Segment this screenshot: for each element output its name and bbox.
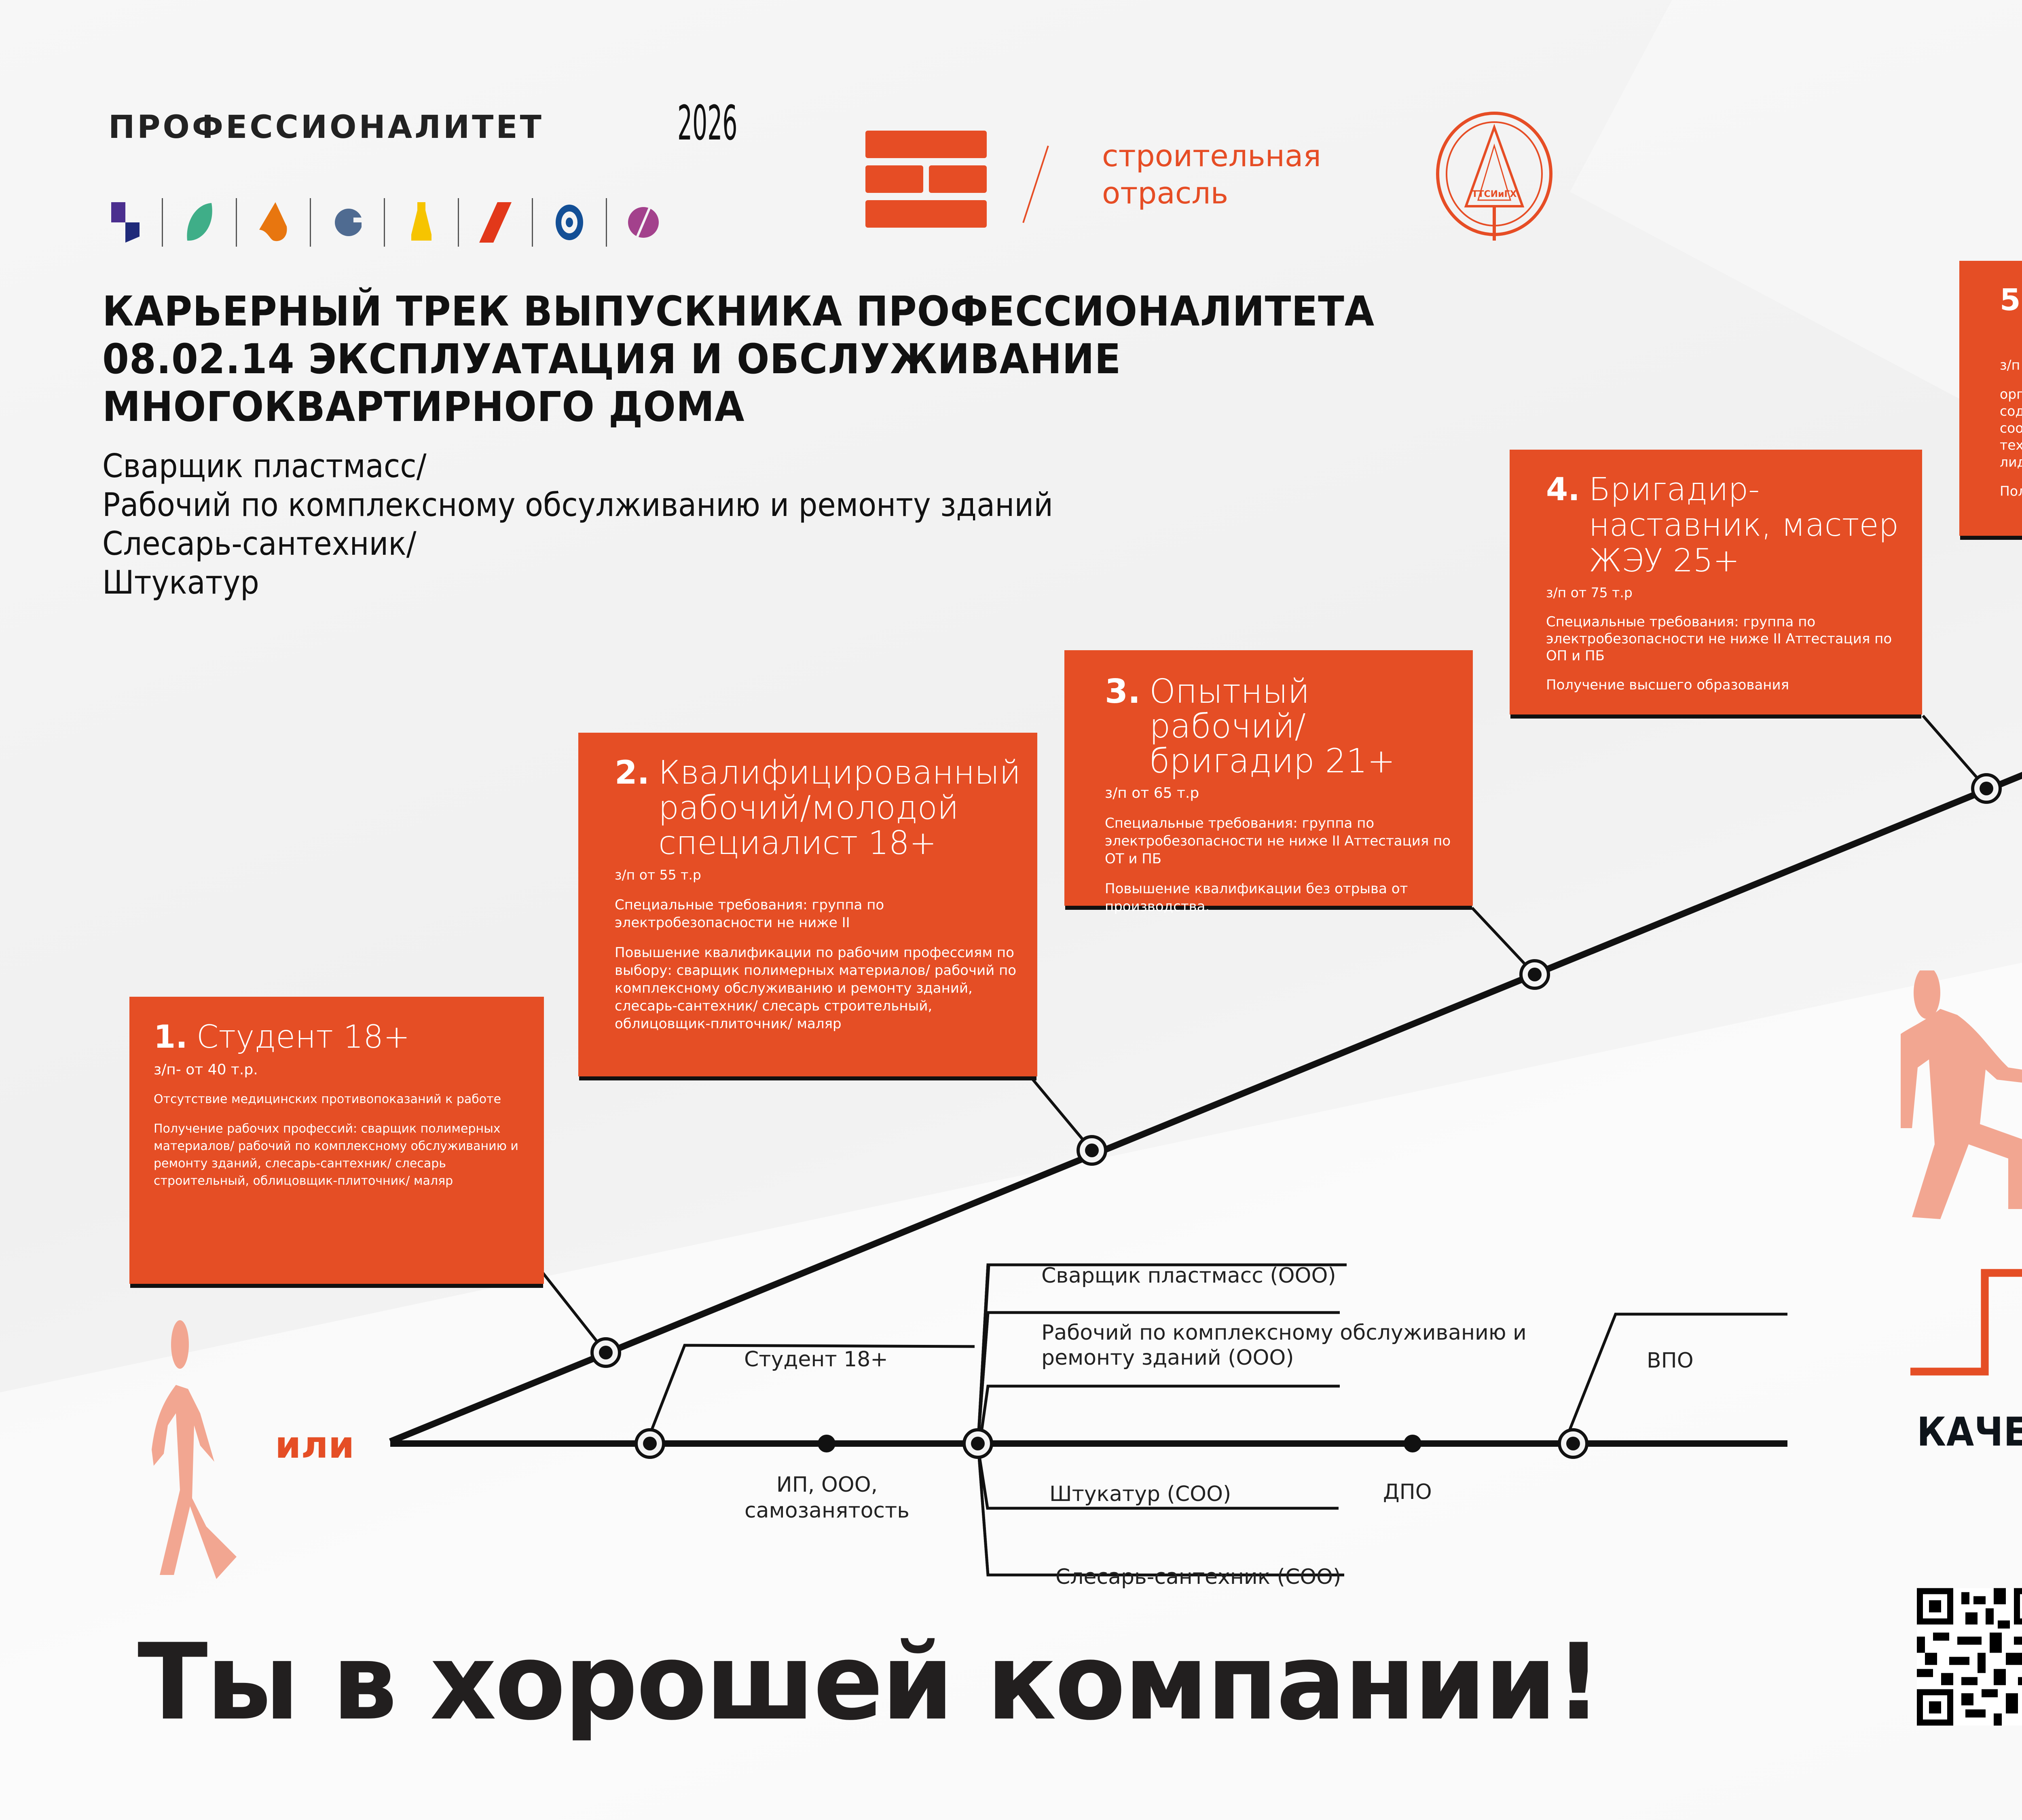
red-parallelogram-icon	[471, 198, 520, 247]
dpo-label: ДПО	[1383, 1480, 1432, 1504]
divider	[310, 198, 311, 247]
branch-label: Сварщик пластмасс (ООО)	[1041, 1264, 1336, 1288]
svg-text:ТТСИиГХ: ТТСИиГХ	[1472, 189, 1517, 199]
college-seal-logo: ТТСИиГХ	[1432, 107, 1557, 245]
or-label: или	[275, 1423, 355, 1467]
vpo-label: ВПО	[1647, 1349, 1694, 1373]
orange-drop-icon	[249, 198, 298, 247]
profession-item: Сварщик пластмасс/	[102, 447, 427, 485]
benefit-item: КАЧЕСТВЕННАЯ ПОДГОТОВКА	[1917, 1409, 2022, 1455]
divider	[532, 198, 533, 247]
divider	[458, 198, 459, 247]
career-step-card-4: 4. Бригадир-наставник, мастер ЖЭУ 25+ з/…	[1510, 450, 1922, 714]
slogan: Ты в хорошей компании!	[137, 1621, 1602, 1744]
student-branch-label: Студент 18+	[744, 1347, 888, 1372]
page-title: КАРЬЕРНЫЙ ТРЕК ВЫПУСКНИКА ПРОФЕССИОНАЛИТ…	[102, 287, 1375, 431]
blue-s-shape-icon	[101, 198, 150, 247]
career-step-card-1: 1. Студент 18+ з/п- от 40 т.р. Отсутстви…	[129, 997, 544, 1284]
divider	[606, 198, 607, 247]
career-step-card-2: 2. Квалифицированный рабочий/молодой спе…	[578, 733, 1037, 1076]
profession-item: Штукатур	[102, 564, 259, 601]
purple-circle-icon	[619, 198, 668, 247]
branch-label: Слесарь-сантехник (СОО)	[1055, 1565, 1341, 1589]
career-step-card-5: 5. Старший мастер ЖЭУ 28+ з/п от 80 т.р.…	[1959, 261, 2022, 536]
divider	[236, 198, 237, 247]
yellow-bell-icon	[397, 198, 446, 247]
profession-item: Рабочий по комплексному обсулживанию и р…	[102, 486, 1053, 524]
blue-target-icon	[545, 198, 594, 247]
divider	[162, 198, 163, 247]
professions-list: Сварщик пластмасс/ Рабочий по комплексно…	[102, 447, 1053, 602]
walking-person-icon	[119, 1320, 245, 1581]
grey-blue-swirl-icon	[323, 198, 372, 247]
career-step-card-3: 3. Опытный рабочий/ бригадир 21+ з/п от …	[1064, 650, 1473, 915]
branch-label: Рабочий по комплексному обслуживанию и р…	[1041, 1321, 1527, 1370]
climbing-person-icon	[1895, 966, 2022, 1397]
brand-icon-row	[101, 198, 668, 247]
divider	[384, 198, 385, 247]
green-leaf-icon	[175, 198, 224, 247]
self-employed-label: ИП, ООО, самозанятость	[745, 1473, 909, 1523]
qr-code[interactable]	[1917, 1587, 2022, 1727]
brand-year: 2026	[677, 95, 738, 151]
industry-label: строительная отрасль	[1102, 139, 1321, 211]
branch-label: Штукатур (СОО)	[1049, 1482, 1231, 1506]
profession-item: Слесарь-сантехник/	[102, 525, 417, 562]
brand-wordmark: ПРОФЕССИОНАЛИТЕТ	[108, 109, 544, 146]
